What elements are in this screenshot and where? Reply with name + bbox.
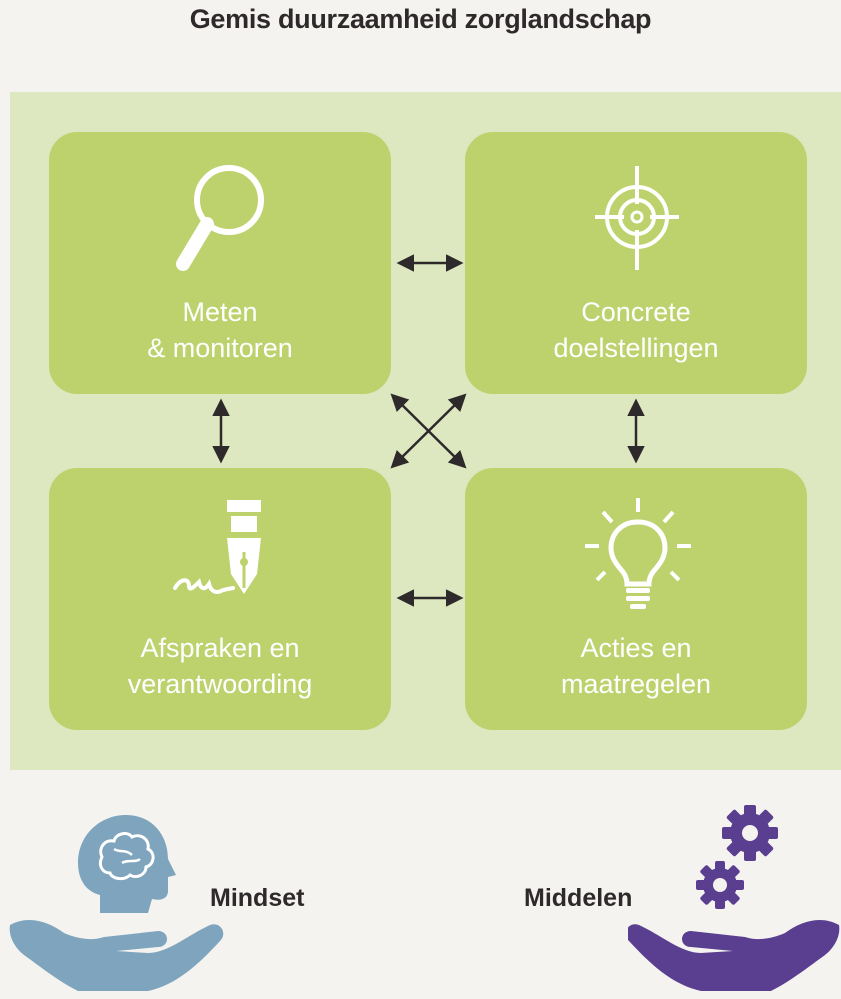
magnifier-icon (176, 165, 264, 271)
box-concrete-doelstellingen: Concrete doelstellingen (465, 132, 807, 394)
box-label: Acties en maatregelen (560, 633, 712, 699)
box-afspraken-verantwoording: Afspraken en verantwoording (49, 468, 391, 730)
box-label: Afspraken en verantwoording (127, 633, 313, 699)
box-label: Concrete doelstellingen (553, 297, 719, 363)
head-on-hand-icon (9, 815, 224, 991)
target-icon (595, 166, 679, 270)
arrow-diagonal-b (390, 393, 467, 469)
box-meten-monitoren: Meten & monitoren (49, 132, 391, 394)
gears-on-hand-icon (628, 805, 840, 991)
box-acties-maatregelen: Acties en maatregelen (465, 468, 807, 730)
diagram-title: Gemis duurzaamheid zorglandschap (189, 4, 652, 34)
fountain-pen-icon (173, 500, 261, 594)
middelen-label: Middelen (524, 884, 633, 912)
lightbulb-icon (585, 498, 691, 609)
box-label: Meten & monitoren (147, 297, 293, 363)
mindset-label: Mindset (210, 884, 305, 912)
